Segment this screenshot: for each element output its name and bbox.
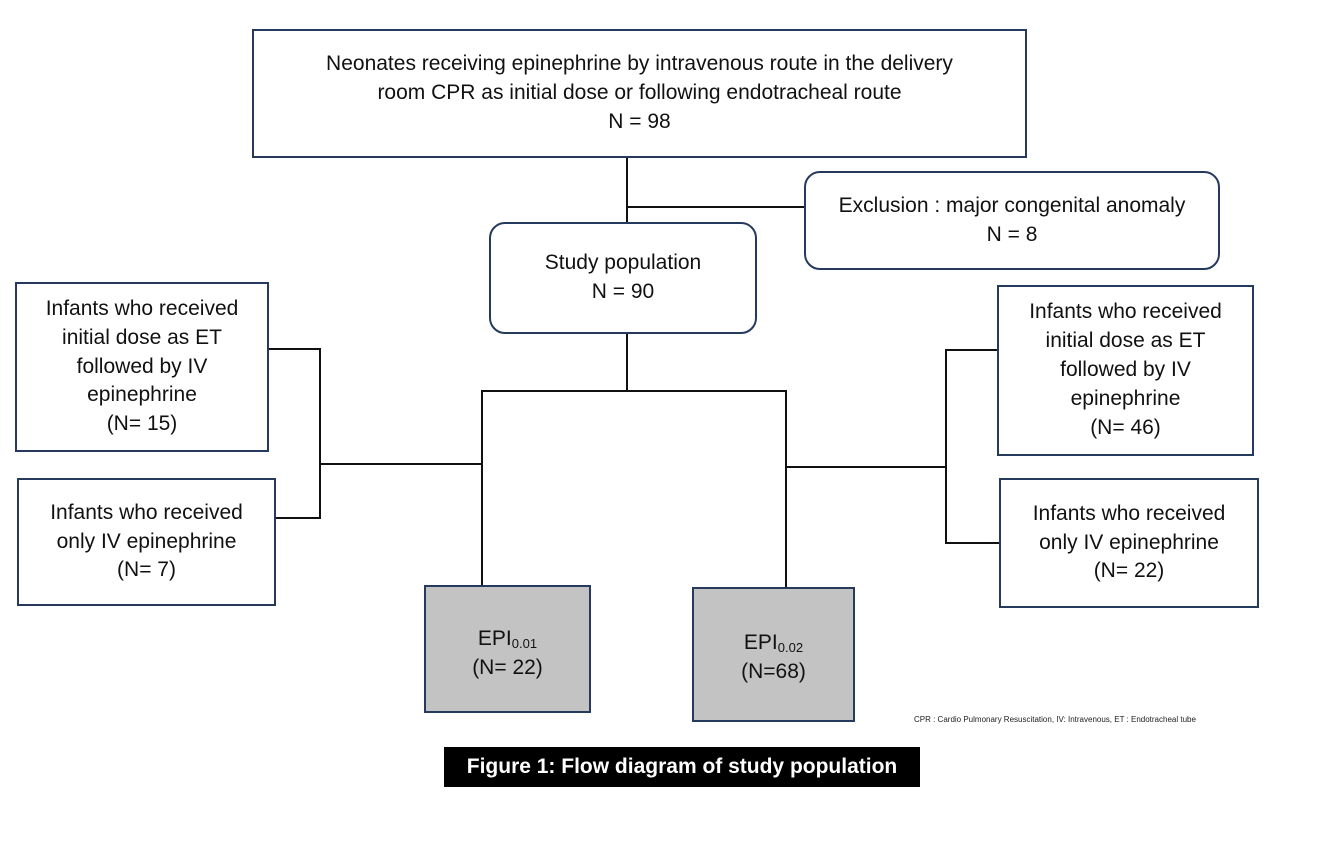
right-et-line: initial dose as ET [1045, 329, 1206, 353]
right-et-line: epinephrine [1070, 386, 1181, 410]
connector-to-epi2 [785, 390, 787, 588]
study-population-count: N = 90 [591, 280, 655, 303]
epi-002-base: EPI [743, 630, 778, 654]
exclusion-box: Exclusion : major congenital anomaly N =… [804, 171, 1220, 270]
right-iv-line: only IV epinephrine [1039, 530, 1219, 554]
epi-001-count: (N= 22) [472, 656, 543, 679]
left-et-line: epinephrine [87, 383, 197, 407]
right-et-line: Infants who received [1029, 300, 1222, 324]
left-et-line: initial dose as ET [62, 325, 222, 349]
figure-caption: Figure 1: Flow diagram of study populati… [444, 747, 920, 787]
epi-002-subscript: 0.02 [777, 639, 804, 655]
top-population-box: Neonates receiving epinephrine by intrav… [252, 29, 1027, 158]
exclusion-label: Exclusion : major congenital anomaly [838, 193, 1186, 217]
connector-left-mid [320, 463, 482, 465]
connector-to-epi1 [481, 390, 483, 587]
right-iv-line: Infants who received [1032, 501, 1226, 525]
epi-002-box: EPI0.02 (N=68) [692, 587, 855, 722]
top-population-line2: room CPR as initial dose or following en… [377, 81, 902, 105]
connector-left-top-box [268, 348, 320, 350]
right-iv-only-box: Infants who received only IV epinephrine… [999, 478, 1259, 608]
epi-002-count: (N=68) [741, 659, 806, 683]
left-et-line: followed by IV [76, 354, 208, 378]
epi-001-subscript: 0.01 [511, 636, 538, 652]
right-iv-count: (N= 22) [1093, 559, 1165, 583]
right-et-then-iv-box: Infants who received initial dose as ET … [997, 285, 1254, 456]
connector-top-to-study [626, 157, 628, 222]
epi-002-label: EPI0.02 [744, 629, 803, 658]
left-et-count: (N= 15) [106, 412, 178, 436]
connector-right-top-box [945, 349, 998, 351]
connector-study-down [626, 333, 628, 391]
left-iv-line: only IV epinephrine [56, 529, 237, 553]
connector-left-bottom-box [275, 517, 320, 519]
left-iv-only-box: Infants who received only IV epinephrine… [17, 478, 276, 606]
connector-split-bar [483, 390, 787, 392]
left-iv-line: Infants who received [50, 500, 243, 524]
right-et-count: (N= 46) [1090, 415, 1161, 439]
connector-right-bottom-box [945, 542, 1000, 544]
connector-to-exclusion [626, 206, 806, 208]
study-population-label: Study population [544, 251, 702, 275]
left-iv-count: (N= 7) [117, 558, 176, 582]
epi-001-label: EPI0.01 [478, 625, 537, 654]
left-et-then-iv-box: Infants who received initial dose as ET … [15, 282, 269, 452]
connector-left-bracket [319, 348, 321, 519]
abbreviation-note: CPR : Cardio Pulmonary Resuscitation, IV… [914, 715, 1196, 724]
connector-right-bracket [945, 349, 947, 543]
top-population-count: N = 98 [608, 109, 671, 133]
epi-001-base: EPI [477, 627, 512, 651]
left-et-line: Infants who received [45, 296, 239, 320]
exclusion-count: N = 8 [986, 222, 1038, 246]
connector-right-mid [786, 466, 946, 468]
study-population-box: Study population N = 90 [489, 222, 757, 334]
top-population-line1: Neonates receiving epinephrine by intrav… [326, 52, 953, 76]
epi-001-box: EPI0.01 (N= 22) [424, 585, 591, 713]
right-et-line: followed by IV [1060, 358, 1191, 382]
